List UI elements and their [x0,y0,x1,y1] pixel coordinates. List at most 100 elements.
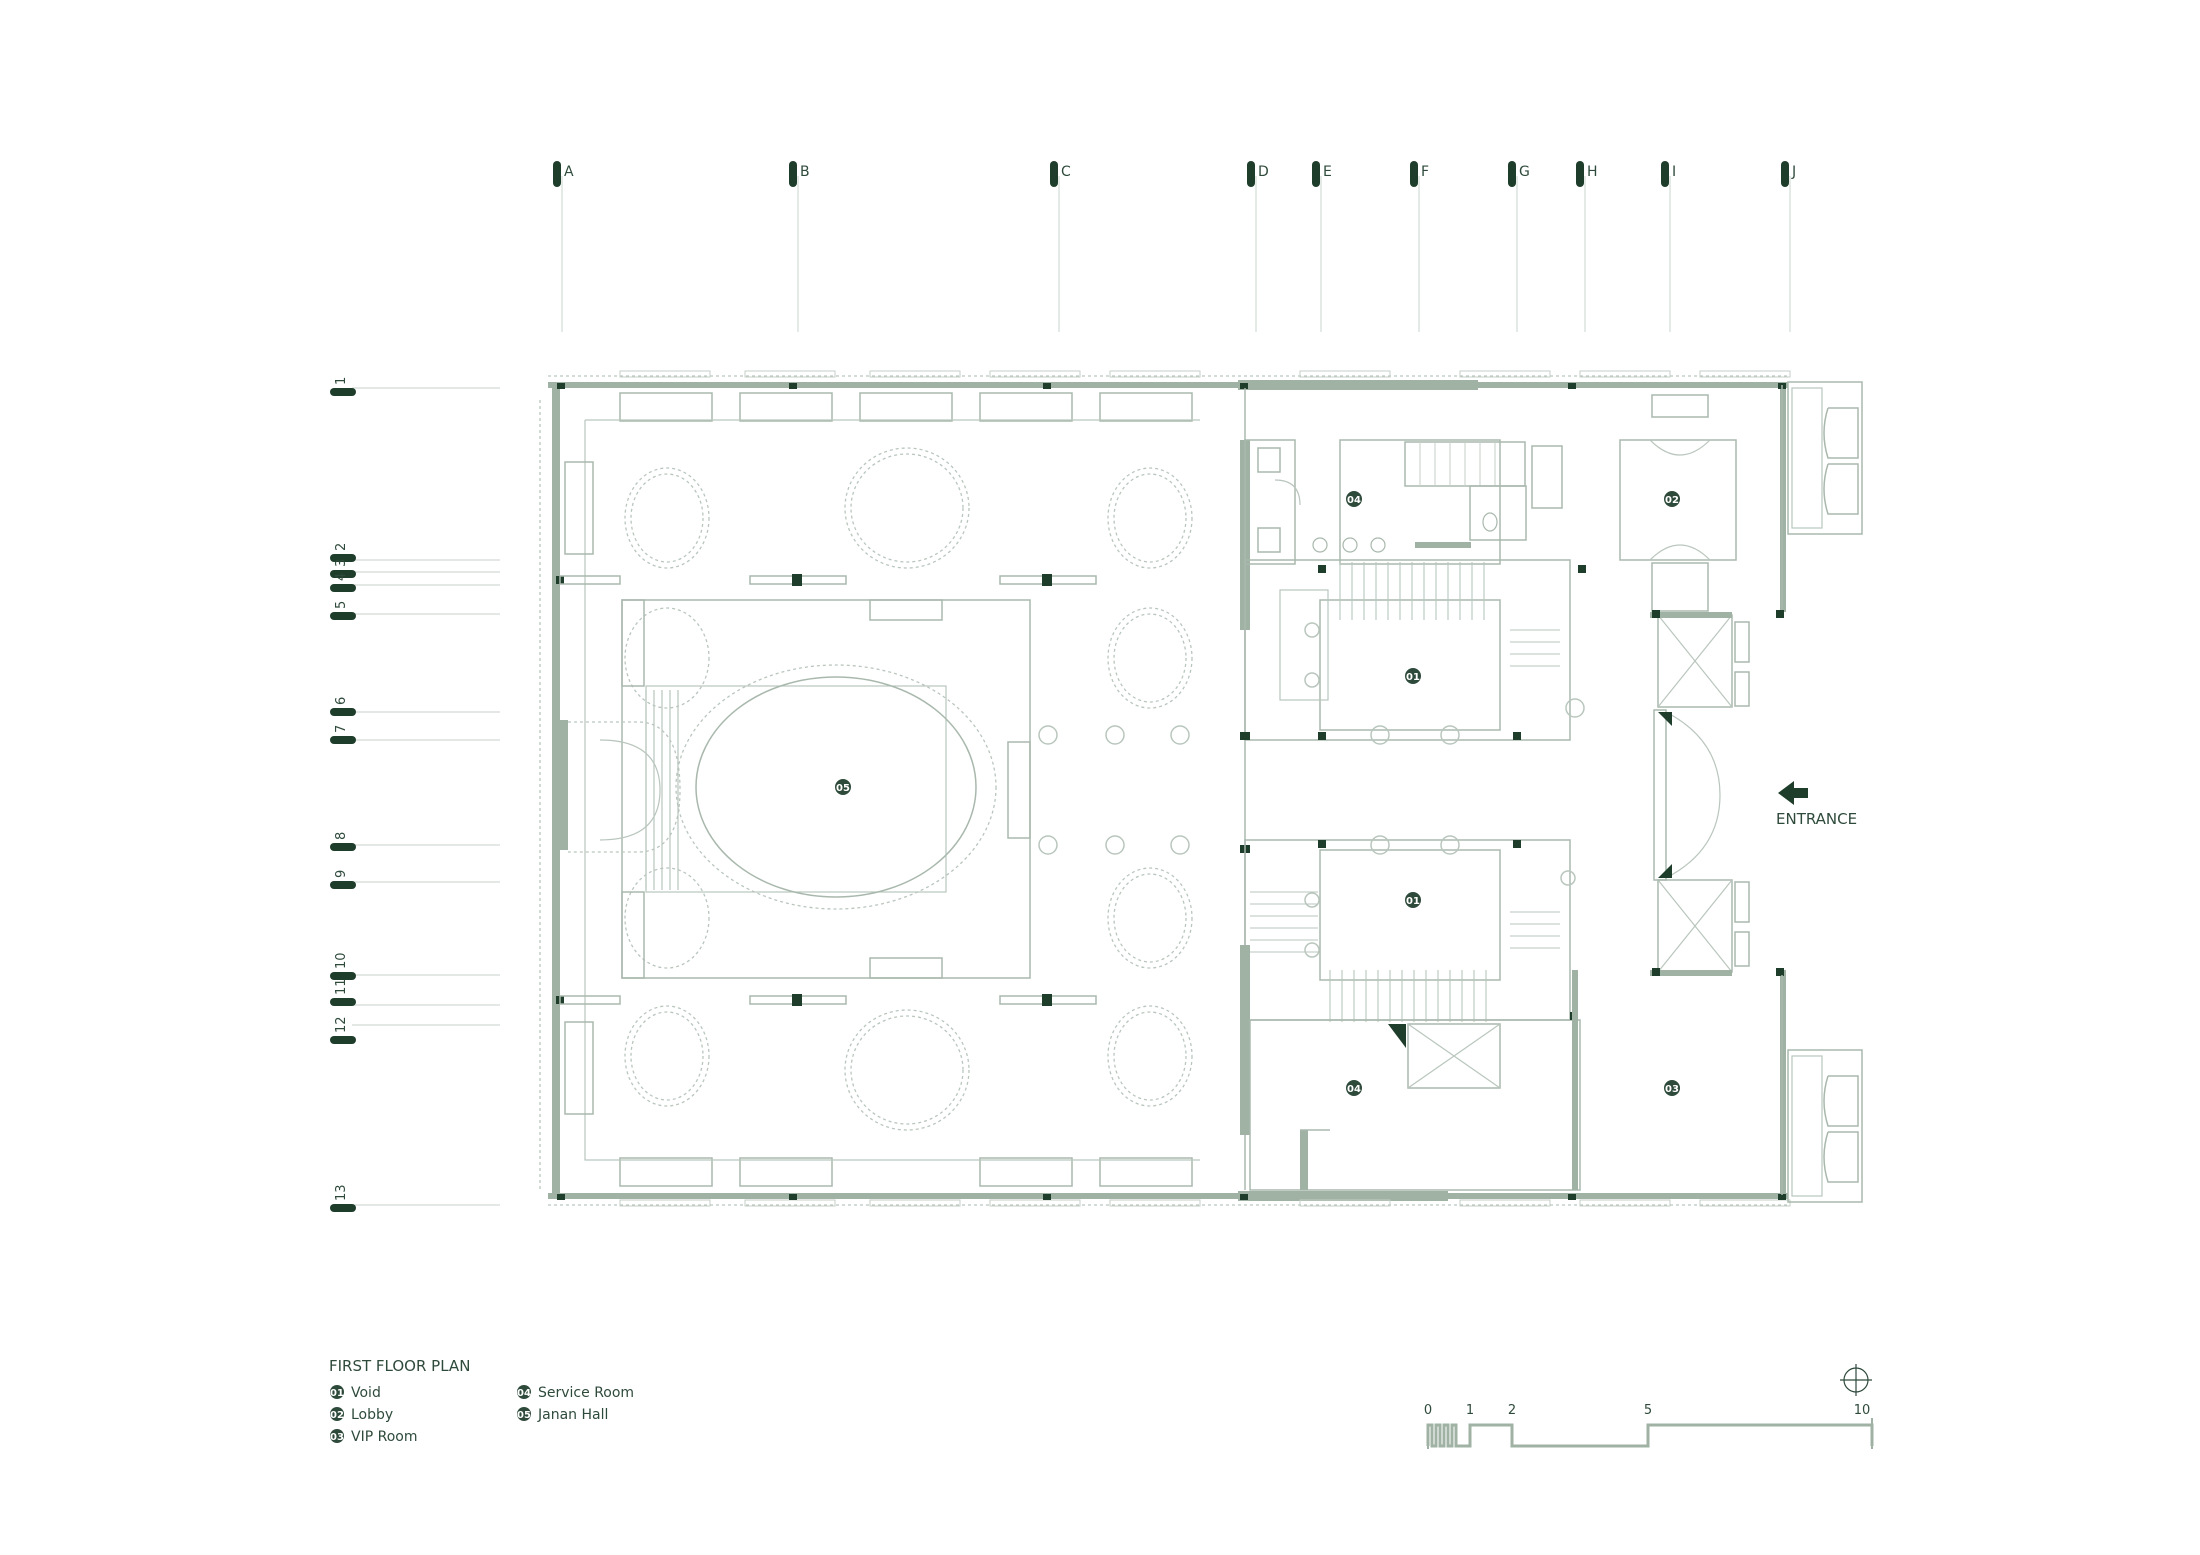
grid-row-label: 2 [334,543,349,551]
grid-row-marker: 1 [330,377,500,396]
window-bay [744,370,836,378]
svg-text:VIP Room: VIP Room [351,1429,417,1445]
grid-column-marker: H [1576,161,1598,332]
svg-text:04: 04 [1347,1084,1361,1095]
grid-column-label: J [1791,164,1796,180]
scale-tick-label: 2 [1508,1403,1516,1418]
grid-column-marker: F [1410,161,1429,332]
grid-row-label: 12 [334,1016,349,1033]
legend-item: 01 Void [330,1385,381,1401]
legend-title: FIRST FLOOR PLAN [329,1357,470,1375]
room-tag-lobby: 02 [1664,491,1680,507]
grid-row-marker: 11 [330,978,500,1006]
window-bay [619,1199,711,1207]
exterior-walls [539,375,1788,1206]
grid-column-label: B [800,164,810,180]
grid-column-label: C [1061,164,1071,180]
svg-text:04: 04 [1347,495,1361,506]
grid-row-marker: 6 [330,697,500,716]
grid-column-marker: E [1312,161,1332,332]
scale-tick-label: 10 [1854,1403,1871,1418]
grid-column-marker: D [1247,161,1269,332]
grid-row-label: 11 [334,978,349,995]
grid-row-label: 3 [334,559,349,567]
grid-row-marker: 2 [330,543,500,562]
room-tag-service-top: 04 [1346,491,1362,507]
grid-row-label: 9 [334,870,349,878]
grid-column-label: F [1421,164,1429,180]
window-bay [1109,370,1201,378]
entrance-label: ENTRANCE [1776,810,1857,828]
svg-text:01: 01 [1406,896,1420,907]
window-bay [1579,370,1671,378]
room-tag-janan-hall: 05 [835,779,851,795]
room-tag-void-bottom: 01 [1405,892,1421,908]
grid-row-marker: 5 [330,601,500,620]
legend-item: 05 Janan Hall [517,1407,608,1423]
scale-tick-label: 0 [1424,1403,1432,1418]
grid-row-marker: 12 [330,1016,500,1044]
grid-row-marker: 10 [330,952,500,980]
scale-bar: 0 1 2 5 10 [1424,1403,1874,1449]
window-bay [619,370,711,378]
svg-text:Service Room: Service Room [538,1385,634,1401]
grid-row-marker: 13 [330,1184,500,1212]
svg-text:Void: Void [351,1385,381,1401]
window-bays [619,370,1791,1207]
svg-text:Lobby: Lobby [351,1407,393,1423]
svg-text:05: 05 [517,1410,531,1421]
grid-row-marker: 8 [330,832,500,851]
grid-row-marker: 9 [330,870,500,889]
window-bay [989,370,1081,378]
room-tags: 05 04 04 01 01 02 03 [835,491,1680,1096]
room-tag-service-bottom: 04 [1346,1080,1362,1096]
grid-row-marker: 7 [330,725,500,744]
scale-tick-label: 1 [1466,1403,1474,1418]
svg-text:02: 02 [330,1410,344,1421]
grid-column-label: A [564,164,574,180]
grid-column-label: E [1323,164,1332,180]
legend-item: 03 VIP Room [330,1429,417,1445]
legend-item: 04 Service Room [517,1385,634,1401]
window-bay [1109,1199,1201,1207]
window-bay [869,370,961,378]
grid-column-label: I [1672,164,1676,180]
arrow-left-icon [1778,781,1808,805]
legend-item: 02 Lobby [330,1407,393,1423]
svg-text:03: 03 [330,1432,344,1443]
grid-row-label: 8 [334,832,349,840]
central-core [1240,388,1586,1191]
grid-column-marker: J [1781,161,1796,332]
grid-column-label: G [1519,164,1530,180]
east-wing [1619,381,1863,1203]
grid-column-marker: C [1050,161,1071,332]
grid-row-marker: 4 [330,573,500,592]
window-bay [989,1199,1081,1207]
legend: FIRST FLOOR PLAN 01 Void 02 Lobby 03 VIP… [329,1357,634,1445]
grid-column-label: H [1587,164,1598,180]
window-bay [1699,370,1791,378]
svg-text:05: 05 [836,783,850,794]
window-bay [1299,1199,1391,1207]
window-bay [1459,1199,1551,1207]
svg-text:02: 02 [1665,495,1679,506]
grid-column-marker: A [553,161,574,332]
grid-row-label: 6 [334,697,349,705]
grid-row-label: 7 [334,725,349,733]
svg-text:01: 01 [1406,672,1420,683]
grid-row-label: 5 [334,601,349,609]
window-bay [869,1199,961,1207]
room-tag-void-top: 01 [1405,668,1421,684]
grid-row-marker: 3 [330,559,500,578]
svg-text:01: 01 [330,1388,344,1399]
north-arrow-icon [1840,1364,1872,1396]
window-bay [1579,1199,1671,1207]
window-bay [1699,1199,1791,1207]
grid-column-marker: G [1508,161,1530,332]
janan-hall [559,392,1200,1187]
svg-text:Janan Hall: Janan Hall [537,1407,608,1423]
entrance-marker: ENTRANCE [1776,781,1857,828]
grid-column-label: D [1258,164,1269,180]
